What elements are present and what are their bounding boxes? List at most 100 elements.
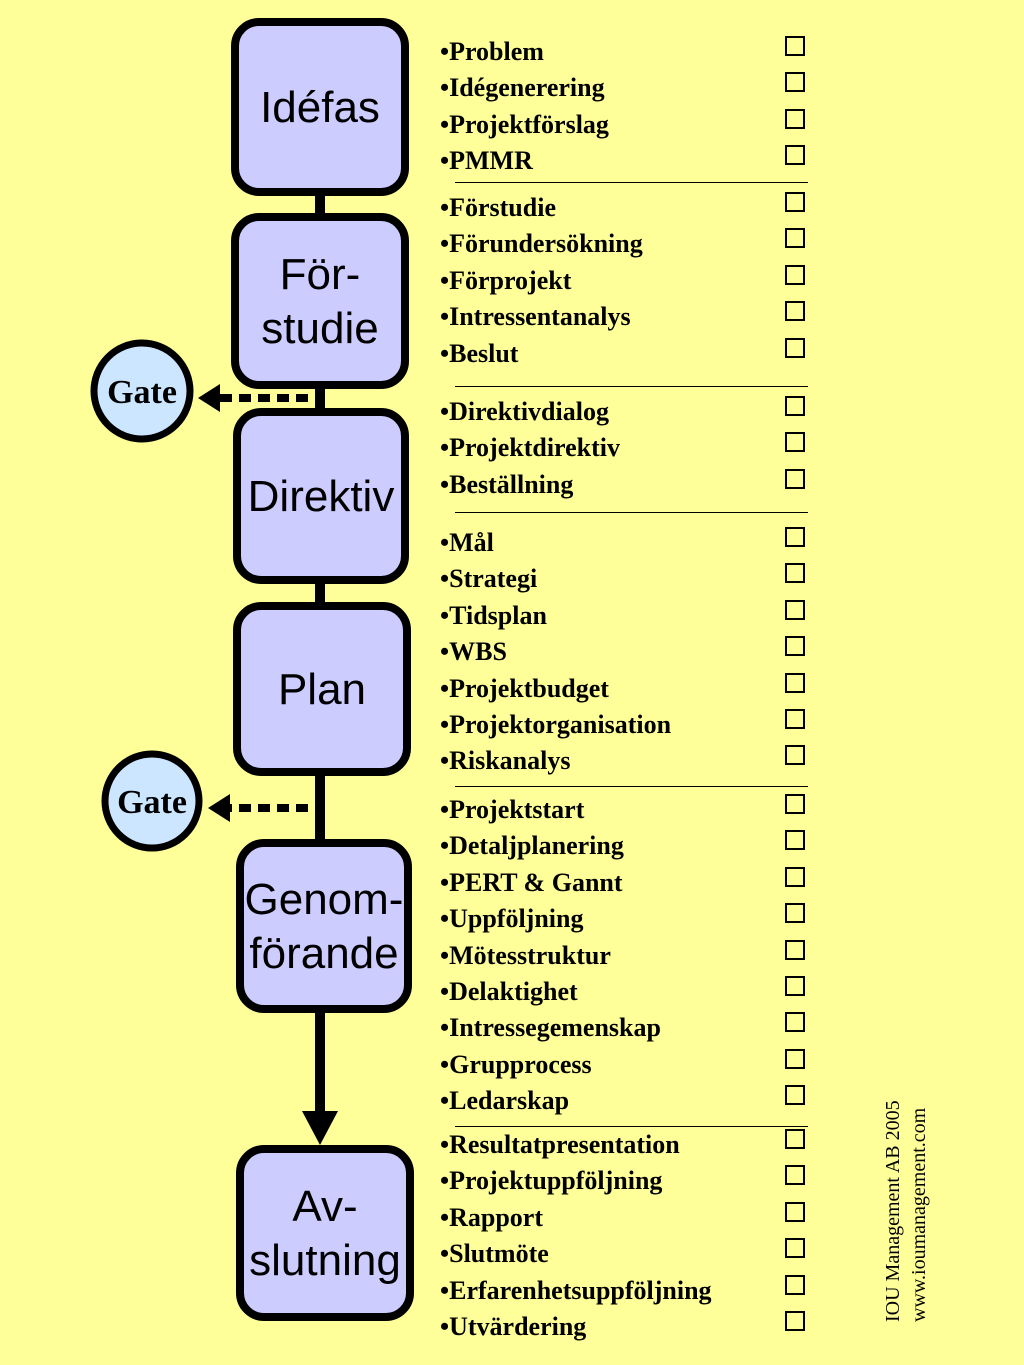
checkbox[interactable] — [785, 1129, 805, 1149]
checklist-item-label: •Erfarenhetsuppföljning — [440, 1275, 712, 1305]
checklist-item-label: •Projektbudget — [440, 673, 609, 703]
credit: IOU Management AB 2005 www.ioumanagement… — [880, 1100, 932, 1322]
checklist-item-label: •Rapport — [440, 1202, 543, 1232]
gate-circle — [90, 339, 194, 443]
phase-box[interactable]: Direktiv — [233, 408, 409, 584]
checkbox[interactable] — [785, 527, 805, 547]
arrow-left-icon — [198, 384, 220, 412]
checklist-item-label: •Grupprocess — [440, 1049, 592, 1079]
checkbox[interactable] — [785, 36, 805, 56]
checkbox[interactable] — [785, 866, 805, 887]
checklist-item-label: •Resultatpresentation — [440, 1130, 680, 1159]
checkbox[interactable] — [785, 599, 805, 620]
checklist-item-label: •Tidsplan — [440, 600, 547, 630]
phase-box-shape — [236, 1145, 414, 1321]
checkbox[interactable] — [785, 672, 805, 693]
gate: Gate — [90, 339, 308, 443]
checklist-item-label: •Förprojekt — [440, 265, 572, 295]
checkbox[interactable] — [785, 1238, 805, 1259]
gate-label: Gate — [107, 374, 177, 411]
phase-box[interactable]: Genom-förande — [236, 839, 412, 1013]
checklist-item-label: •Projektdirektiv — [440, 433, 621, 463]
arrow-left-icon — [208, 794, 230, 822]
checkbox[interactable] — [785, 108, 805, 129]
checklist-item-label: •Intressegemenskap — [440, 1013, 661, 1043]
checkbox[interactable] — [785, 1012, 805, 1033]
checklist-item-label: •Projektorganisation — [440, 710, 672, 739]
phase-label: Idéfas — [260, 83, 380, 132]
phase-box-shape — [231, 18, 409, 196]
phase-label: studie — [261, 304, 378, 353]
gate-label: Gate — [117, 784, 187, 821]
checklist-item-label: •Mål — [440, 528, 494, 557]
checkbox[interactable] — [785, 192, 805, 212]
checkbox[interactable] — [785, 794, 805, 814]
checkbox[interactable] — [785, 830, 805, 851]
checklist-item-label: •Ledarskap — [440, 1086, 570, 1116]
phases: IdéfasFör-studieDirektivPlanGenom-förand… — [231, 18, 414, 1321]
checklist-item-label: •Beställning — [440, 469, 574, 499]
checkbox[interactable] — [785, 903, 805, 924]
checkbox[interactable] — [785, 468, 805, 489]
connectors — [302, 192, 338, 1145]
checkbox[interactable] — [785, 1274, 805, 1295]
checkbox[interactable] — [785, 432, 805, 453]
phase-box[interactable]: Plan — [233, 602, 411, 776]
checkbox[interactable] — [785, 745, 805, 766]
phase-label: slutning — [249, 1236, 401, 1285]
arrowhead-icon — [302, 1111, 338, 1145]
checkbox[interactable] — [785, 1311, 805, 1331]
checkbox[interactable] — [785, 1201, 805, 1222]
checklist-item-label: •Mötesstruktur — [440, 940, 611, 970]
checklist-item-label: •Utvärdering — [440, 1312, 587, 1341]
group-divider — [455, 786, 808, 787]
group-divider — [455, 512, 808, 513]
phase-label: Plan — [278, 665, 366, 714]
checklist-item-label: •Uppföljning — [440, 904, 584, 934]
checklist-item-label: •Detaljplanering — [440, 831, 624, 861]
checkbox[interactable] — [785, 72, 805, 93]
checkbox[interactable] — [785, 301, 805, 322]
checklist-item-label: •Delaktighet — [440, 977, 578, 1006]
checkbox[interactable] — [785, 396, 805, 416]
credit-url: www.ioumanagement.com — [908, 1107, 930, 1322]
phase-label: Direktiv — [248, 472, 395, 521]
credit-company: IOU Management AB 2005 — [882, 1100, 904, 1322]
checkbox[interactable] — [785, 1048, 805, 1069]
checkbox[interactable] — [785, 1165, 805, 1186]
checklist-item-label: •PERT & Gannt — [440, 867, 623, 897]
checklist-item-label: •Projektförslag — [440, 109, 609, 139]
checklist-item-label: •Beslut — [440, 338, 519, 368]
checklist-item-label: •Idégenerering — [440, 73, 605, 103]
checklist-item-label: •WBS — [440, 637, 507, 667]
phase-box-shape — [236, 839, 412, 1013]
checklist-item-label: •Strategi — [440, 564, 538, 594]
phase-label: Genom- — [245, 875, 404, 924]
phase-box[interactable]: Idéfas — [231, 18, 409, 196]
checkbox[interactable] — [785, 709, 805, 729]
checkbox[interactable] — [785, 264, 805, 285]
checklist-item-label: •PMMR — [440, 146, 533, 176]
phase-box[interactable]: För-studie — [231, 213, 409, 389]
phase-box-shape — [233, 408, 409, 584]
checkbox[interactable] — [785, 976, 805, 996]
group-divider — [455, 386, 808, 387]
checklist-item-label: •Direktivdialog — [440, 397, 609, 426]
phase-label: För- — [280, 250, 361, 299]
phase-box[interactable]: Av-slutning — [236, 1145, 414, 1321]
checklist-item-label: •Projektstart — [440, 795, 585, 824]
phase-box-shape — [233, 602, 411, 776]
checkbox[interactable] — [785, 636, 805, 657]
checkbox[interactable] — [785, 939, 805, 960]
checklist-item-label: •Intressentanalys — [440, 302, 631, 332]
checklist-item-label: •Slutmöte — [440, 1239, 549, 1269]
checkbox[interactable] — [785, 1085, 805, 1106]
phase-label: förande — [249, 929, 398, 978]
checkbox[interactable] — [785, 337, 805, 358]
checkbox[interactable] — [785, 145, 805, 166]
checkbox[interactable] — [785, 228, 805, 249]
checkbox[interactable] — [785, 563, 805, 584]
phase-box-shape — [231, 213, 409, 389]
